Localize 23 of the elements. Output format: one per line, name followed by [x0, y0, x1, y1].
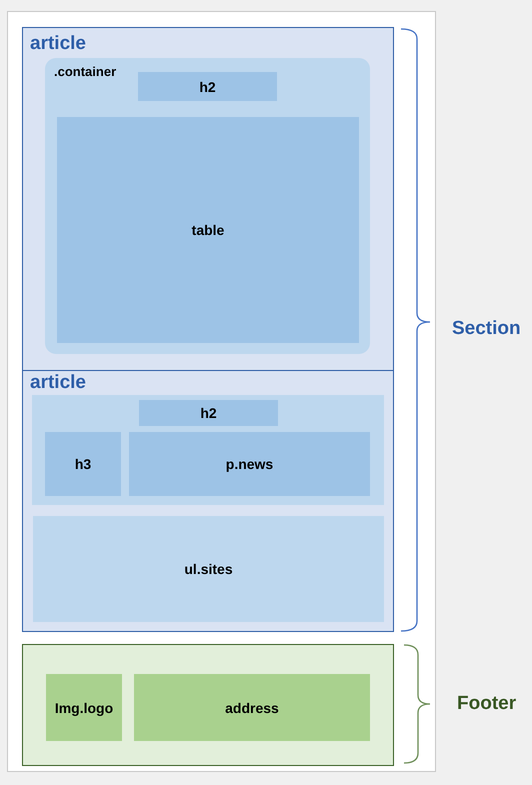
- panel-heading: article: [30, 372, 86, 394]
- block-label: h3: [74, 456, 92, 472]
- side-heading: Section: [452, 318, 521, 340]
- layout-block: [139, 400, 278, 426]
- side-heading: Footer: [457, 693, 516, 715]
- layout-block: [129, 432, 370, 496]
- rounded-panel: [45, 58, 370, 354]
- block-label: h2: [199, 78, 216, 95]
- block-label: address: [225, 699, 279, 716]
- panel-heading: article: [30, 33, 86, 55]
- band-panel: [33, 516, 384, 622]
- layout-block: [46, 674, 122, 741]
- band-panel: [32, 395, 384, 505]
- block-label: p.news: [226, 456, 274, 472]
- block-label: Img.logo: [54, 699, 114, 716]
- panel-heading: .container: [54, 65, 116, 80]
- layout-block: [134, 674, 370, 741]
- block-label: ul.sites: [184, 560, 233, 578]
- layout-block: [138, 72, 277, 101]
- layout-block: [45, 432, 121, 496]
- block-label: h2: [200, 404, 217, 422]
- layout-block: [57, 117, 359, 343]
- block-label: table: [192, 222, 224, 238]
